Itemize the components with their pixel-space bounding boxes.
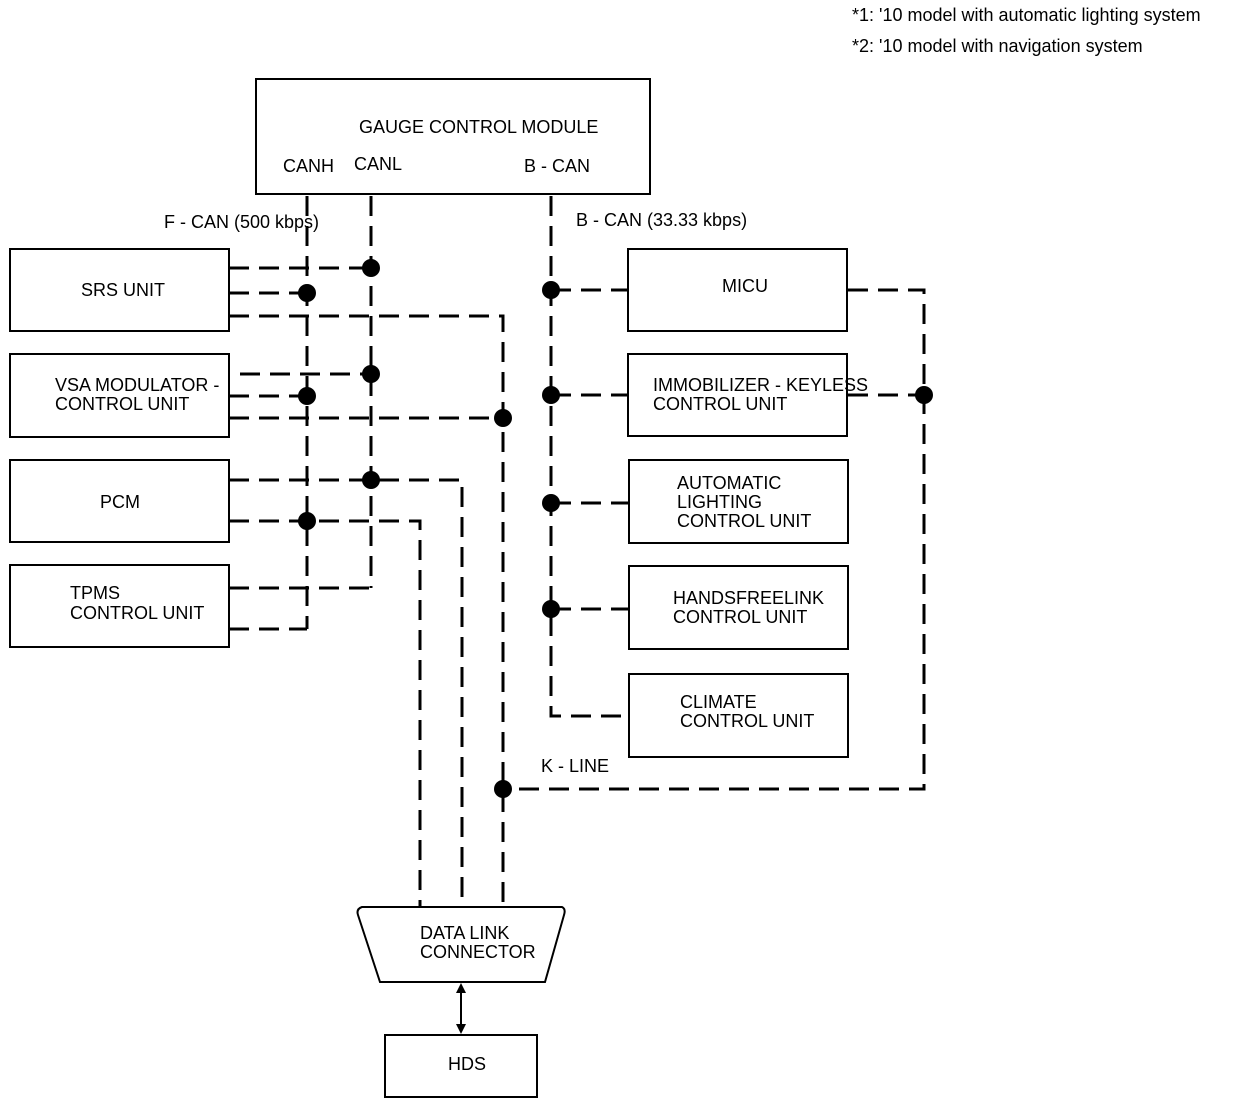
tpms-unit-box: TPMS CONTROL UNIT (9, 564, 230, 648)
auto-lighting-label-line1: AUTOMATIC (677, 473, 781, 493)
immobilizer-label-line2: CONTROL UNIT (653, 394, 787, 414)
junction-dot (298, 512, 316, 530)
immobilizer-label-line1: IMMOBILIZER - KEYLESS (653, 375, 868, 395)
micu-label: MICU (722, 276, 768, 296)
pcm-dlc-wire-2 (229, 519, 422, 907)
kline-wiring (229, 288, 926, 907)
handsfreelink-label-line1: HANDSFREELINK (673, 588, 824, 608)
gauge-title: GAUGE CONTROL MODULE (359, 117, 598, 137)
pcm-unit-label: PCM (100, 492, 140, 512)
fcan-label: F - CAN (500 kbps) (164, 212, 319, 232)
auto-lighting-label-line2: LIGHTING (677, 492, 762, 512)
junction-dot (494, 409, 512, 427)
handsfreelink-label-line2: CONTROL UNIT (673, 607, 807, 627)
gauge-control-module: GAUGE CONTROL MODULE CANH CANL B - CAN (255, 78, 651, 195)
climate-box: CLIMATE CONTROL UNIT (628, 673, 849, 758)
junction-dot (542, 494, 560, 512)
junction-dot (362, 471, 380, 489)
dlc-label-line2: CONNECTOR (420, 942, 536, 962)
junction-dot (915, 386, 933, 404)
arrowhead-down (456, 1024, 466, 1034)
canl-label: CANL (354, 154, 402, 174)
hds-label: HDS (448, 1054, 486, 1074)
climate-label-line2: CONTROL UNIT (680, 711, 814, 731)
junction-dot (298, 284, 316, 302)
junction-dot (542, 600, 560, 618)
hds-box: HDS (384, 1034, 538, 1098)
climate-label-line1: CLIMATE (680, 692, 757, 712)
auto-lighting-label-line3: CONTROL UNIT (677, 511, 811, 531)
note-1: *1: '10 model with automatic lighting sy… (852, 5, 1201, 25)
handsfreelink-box: HANDSFREELINK CONTROL UNIT (628, 565, 849, 650)
kline-right-loop (503, 288, 926, 791)
bcan-wiring (549, 196, 629, 718)
kline-label: K - LINE (541, 756, 609, 776)
junction-dot (542, 386, 560, 404)
arrowhead-up (456, 983, 466, 993)
dlc-label-line1: DATA LINK (420, 923, 509, 943)
note-2: *2: '10 model with navigation system (852, 36, 1143, 56)
micu-box: MICU (627, 248, 848, 332)
junction-dot (298, 387, 316, 405)
canh-label: CANH (283, 156, 334, 176)
junction-dot (494, 780, 512, 798)
auto-lighting-box: AUTOMATIC LIGHTING CONTROL UNIT (628, 459, 849, 544)
pcm-unit-box: PCM (9, 459, 230, 543)
fcan-wiring (229, 196, 373, 631)
srs-unit-label: SRS UNIT (81, 280, 165, 300)
junction-dot (362, 259, 380, 277)
dlc-hds-double-arrow (456, 983, 466, 1034)
srs-kline-wire (229, 314, 505, 907)
tpms-unit-label-line1: TPMS (70, 583, 120, 603)
immobilizer-box: IMMOBILIZER - KEYLESS CONTROL UNIT (627, 353, 868, 437)
bcan-speed-label: B - CAN (33.33 kbps) (576, 210, 747, 230)
junctions (298, 259, 933, 798)
pcm-dlc-wire-1 (229, 478, 464, 907)
vsa-unit-label-line1: VSA MODULATOR - (55, 375, 219, 395)
vsa-unit-label-line2: CONTROL UNIT (55, 394, 189, 414)
gauge-bcan-label: B - CAN (524, 156, 590, 176)
junction-dot (542, 281, 560, 299)
data-link-connector: DATA LINK CONNECTOR (356, 906, 566, 983)
srs-unit-box: SRS UNIT (9, 248, 230, 332)
tpms-unit-label-line2: CONTROL UNIT (70, 603, 204, 623)
vsa-unit-box: VSA MODULATOR - CONTROL UNIT (9, 353, 230, 438)
junction-dot (362, 365, 380, 383)
bcan-bus-line (549, 196, 628, 718)
